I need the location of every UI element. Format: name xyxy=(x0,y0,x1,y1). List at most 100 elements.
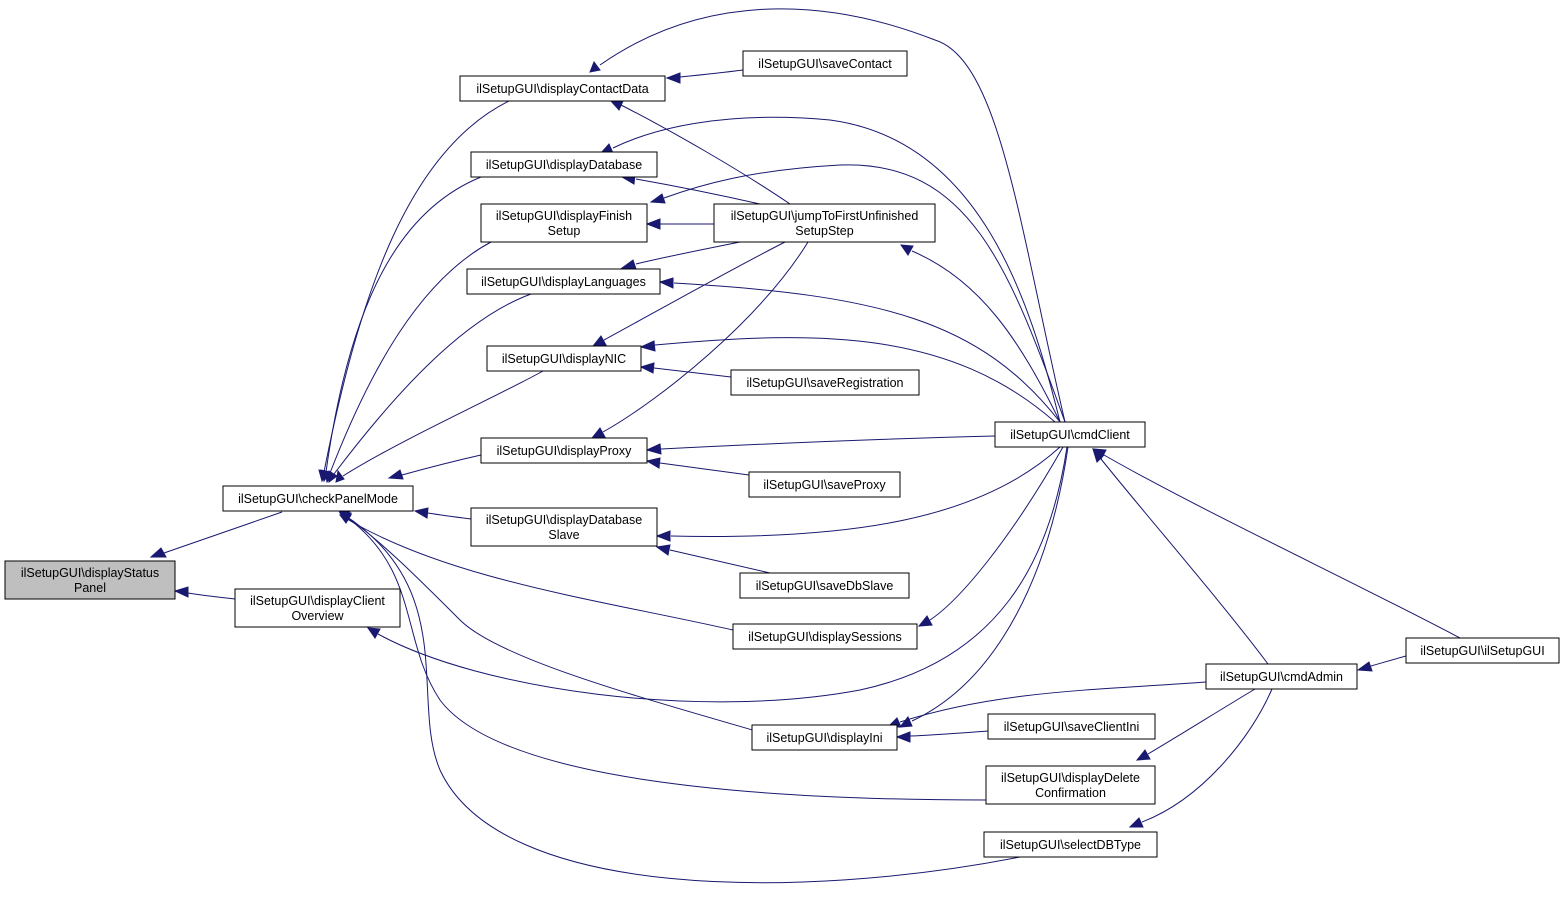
node-displaySessions[interactable]: ilSetupGUI\displaySessions xyxy=(732,623,918,650)
edge-displayFinishSetup-to-checkPanelMode xyxy=(324,241,492,484)
edge-cmdClient-to-displaySessions xyxy=(917,446,1064,627)
edge-cmdClient-to-jumpToFirstUnfinishedSetupStep xyxy=(899,244,1061,423)
arrowhead-icon xyxy=(665,72,681,84)
node-box xyxy=(1205,663,1358,690)
edge-line xyxy=(911,446,1069,722)
arrowhead-icon xyxy=(655,544,671,556)
edge-line xyxy=(673,282,1061,423)
edge-line xyxy=(929,446,1064,621)
arrowhead-icon xyxy=(917,615,933,627)
edge-ilSetupGUI-to-cmdClient xyxy=(1092,448,1461,639)
edge-line xyxy=(346,518,734,631)
node-saveContact[interactable]: ilSetupGUI\saveContact xyxy=(742,50,908,77)
node-jumpToFirstUnfinishedSetupStep[interactable]: ilSetupGUI\jumpToFirstUnfinishedSetupSte… xyxy=(713,203,936,243)
node-saveProxy[interactable]: ilSetupGUI\saveProxy xyxy=(748,471,901,498)
node-displayIni[interactable]: ilSetupGUI\displayIni xyxy=(751,724,898,751)
edge-ilSetupGUI-to-cmdAdmin xyxy=(1356,655,1407,672)
node-box xyxy=(713,203,936,243)
node-displayLanguages[interactable]: ilSetupGUI\displayLanguages xyxy=(466,268,661,295)
node-label: Panel xyxy=(74,581,106,595)
node-label: ilSetupGUI\displayDelete xyxy=(1001,771,1140,785)
node-checkPanelMode[interactable]: ilSetupGUI\checkPanelMode xyxy=(222,485,414,512)
edge-line xyxy=(1147,688,1256,755)
node-cmdClient[interactable]: ilSetupGUI\cmdClient xyxy=(994,421,1146,448)
arrowhead-icon xyxy=(335,469,345,483)
node-saveClientIni[interactable]: ilSetupGUI\saveClientIni xyxy=(987,713,1156,740)
edge-line xyxy=(659,462,750,476)
edge-line xyxy=(635,241,741,265)
edge-line xyxy=(612,116,1061,423)
node-displayNIC[interactable]: ilSetupGUI\displayNIC xyxy=(486,345,642,372)
arrowhead-icon xyxy=(658,277,674,289)
edge-line xyxy=(602,241,809,433)
edge-line xyxy=(679,69,744,78)
edge-cmdClient-to-displayNIC xyxy=(639,337,1056,423)
node-label: ilSetupGUI\cmdAdmin xyxy=(1220,670,1343,684)
node-saveRegistration[interactable]: ilSetupGUI\saveRegistration xyxy=(730,369,920,396)
node-label: ilSetupGUI\saveRegistration xyxy=(746,376,903,390)
arrowhead-icon xyxy=(328,470,338,483)
edge-line xyxy=(427,512,472,520)
node-displayDatabase[interactable]: ilSetupGUI\displayDatabase xyxy=(470,151,658,178)
node-box xyxy=(994,421,1146,448)
node-ilSetupGUI[interactable]: ilSetupGUI\ilSetupGUI xyxy=(1405,637,1560,664)
node-label: SetupStep xyxy=(795,224,853,238)
node-box xyxy=(748,471,901,498)
arrowhead-icon xyxy=(1356,661,1373,672)
arrowhead-icon xyxy=(1128,817,1144,828)
edge-line xyxy=(663,164,1066,423)
edge-cmdClient-to-displayContactData xyxy=(589,8,1066,423)
node-box xyxy=(459,75,666,102)
edge-line xyxy=(603,241,786,341)
node-selectDBType[interactable]: ilSetupGUI\selectDBType xyxy=(983,831,1158,858)
edge-cmdClient-to-displayLanguages xyxy=(658,277,1061,423)
node-label: ilSetupGUI\selectDBType xyxy=(1000,838,1141,852)
arrowhead-icon xyxy=(655,530,671,542)
node-cmdAdmin[interactable]: ilSetupGUI\cmdAdmin xyxy=(1205,663,1358,690)
node-label: Setup xyxy=(548,224,581,238)
edge-line xyxy=(401,454,482,476)
node-label: ilSetupGUI\displayDatabase xyxy=(486,158,642,172)
node-label: Overview xyxy=(291,609,344,623)
node-displayContactData[interactable]: ilSetupGUI\displayContactData xyxy=(459,75,666,102)
node-box xyxy=(983,831,1158,858)
edge-selectDBType-to-checkPanelMode xyxy=(338,510,1021,884)
arrowhead-icon xyxy=(591,335,607,347)
edge-displayDeleteConfirmation-to-checkPanelMode xyxy=(339,511,987,801)
node-box xyxy=(751,724,898,751)
node-box xyxy=(480,437,648,464)
arrowhead-icon xyxy=(639,362,655,374)
edge-cmdClient-to-displayIni xyxy=(898,446,1069,728)
node-displayProxy[interactable]: ilSetupGUI\displayProxy xyxy=(480,437,648,464)
edges-layer xyxy=(149,8,1461,884)
arrowhead-icon xyxy=(609,100,624,111)
edge-displayDatabaseSlave-to-checkPanelMode xyxy=(413,507,472,520)
edge-cmdClient-to-displayClientOverview xyxy=(366,446,1068,703)
arrowhead-icon xyxy=(895,731,911,743)
arrowhead-icon xyxy=(590,427,606,439)
node-saveDbSlave[interactable]: ilSetupGUI\saveDbSlave xyxy=(739,572,910,599)
node-label: ilSetupGUI\displayClient xyxy=(250,594,385,608)
arrowhead-icon xyxy=(639,340,656,352)
node-label: ilSetupGUI\checkPanelMode xyxy=(238,492,398,506)
node-label: ilSetupGUI\ilSetupGUI xyxy=(1420,644,1544,658)
arrowhead-icon xyxy=(1092,447,1105,463)
arrowhead-icon xyxy=(645,443,662,455)
edge-jumpToFirstUnfinishedSetupStep-to-displayLanguages xyxy=(620,241,741,270)
node-label: ilSetupGUI\displayContactData xyxy=(476,82,648,96)
node-box xyxy=(985,765,1156,805)
node-label: ilSetupGUI\saveContact xyxy=(758,57,892,71)
arrowhead-icon xyxy=(149,547,167,558)
edge-line xyxy=(325,176,482,473)
arrowhead-icon xyxy=(899,244,914,256)
node-box xyxy=(234,588,401,628)
edge-line xyxy=(342,513,1021,884)
edge-cmdAdmin-to-selectDBType xyxy=(1128,688,1273,828)
edge-displayLanguages-to-checkPanelMode xyxy=(328,293,532,483)
